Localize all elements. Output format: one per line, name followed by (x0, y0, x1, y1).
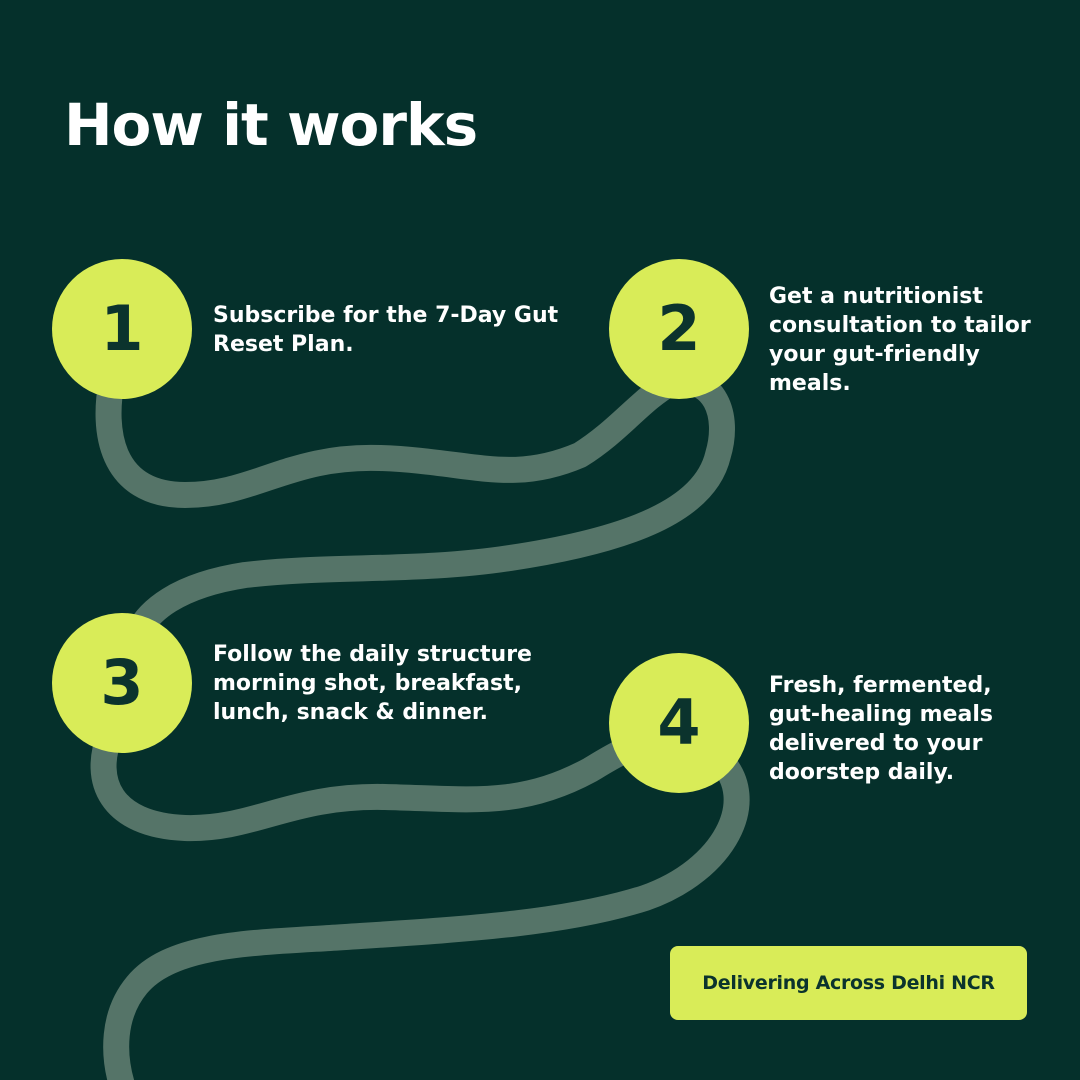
step-4-text: Fresh, fermented, gut-healing meals deli… (769, 673, 993, 785)
step-4-circle: 4 (609, 653, 749, 793)
delivery-area-label: Delivering Across Delhi NCR (702, 972, 995, 994)
step-1-circle: 1 (52, 259, 192, 399)
step-3-circle: 3 (52, 613, 192, 753)
step-4-number: 4 (657, 686, 701, 759)
step-2-circle: 2 (609, 259, 749, 399)
step-3-number: 3 (100, 646, 144, 719)
step-2-number: 2 (657, 292, 701, 365)
step-1-text: Subscribe for the 7-Day Gut Reset Plan. (213, 303, 559, 357)
delivery-area-badge: Delivering Across Delhi NCR (670, 946, 1027, 1020)
step-2-text: Get a nutritionist consultation to tailo… (769, 284, 1031, 396)
step-3-text: Follow the daily structure morning shot,… (213, 642, 532, 725)
step-1-number: 1 (100, 292, 144, 365)
page-title: How it works (64, 91, 478, 159)
